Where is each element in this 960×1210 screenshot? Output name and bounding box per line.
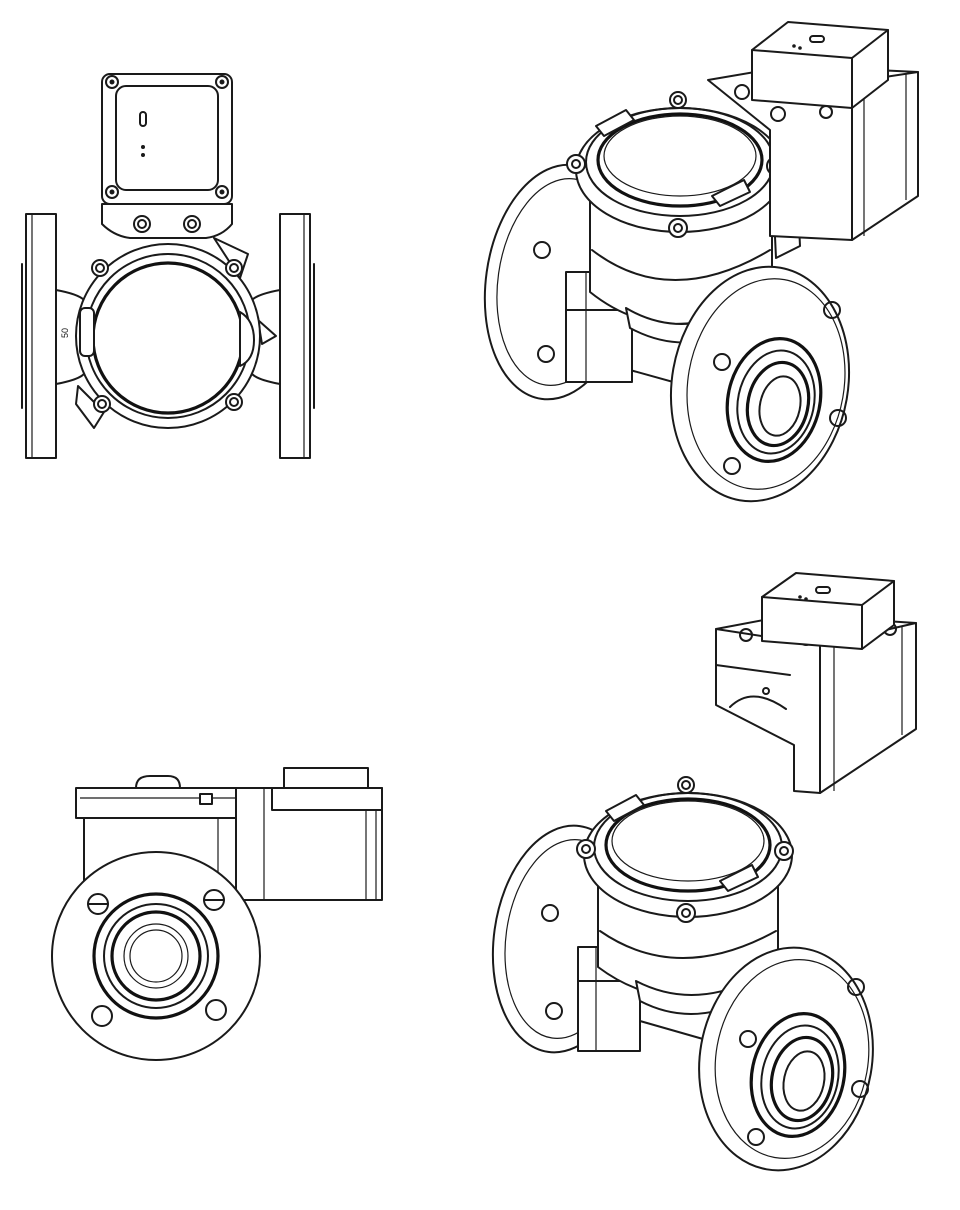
right-flange bbox=[279, 213, 311, 459]
isometric-assembled-drawing bbox=[480, 10, 930, 510]
exploded-view-drawing bbox=[490, 565, 940, 1185]
exploded-view-svg bbox=[491, 572, 917, 1172]
meter-body bbox=[75, 243, 261, 429]
left-flange bbox=[25, 213, 57, 459]
isometric-assembled-svg bbox=[483, 21, 919, 503]
side-view-drawing bbox=[40, 760, 390, 1070]
flange-face bbox=[51, 851, 261, 1061]
flange-mark-label: 50 bbox=[60, 328, 70, 338]
front-view-drawing: 50 bbox=[18, 68, 328, 468]
side-view-svg bbox=[51, 767, 383, 1061]
front-view-svg: 50 bbox=[21, 73, 315, 459]
